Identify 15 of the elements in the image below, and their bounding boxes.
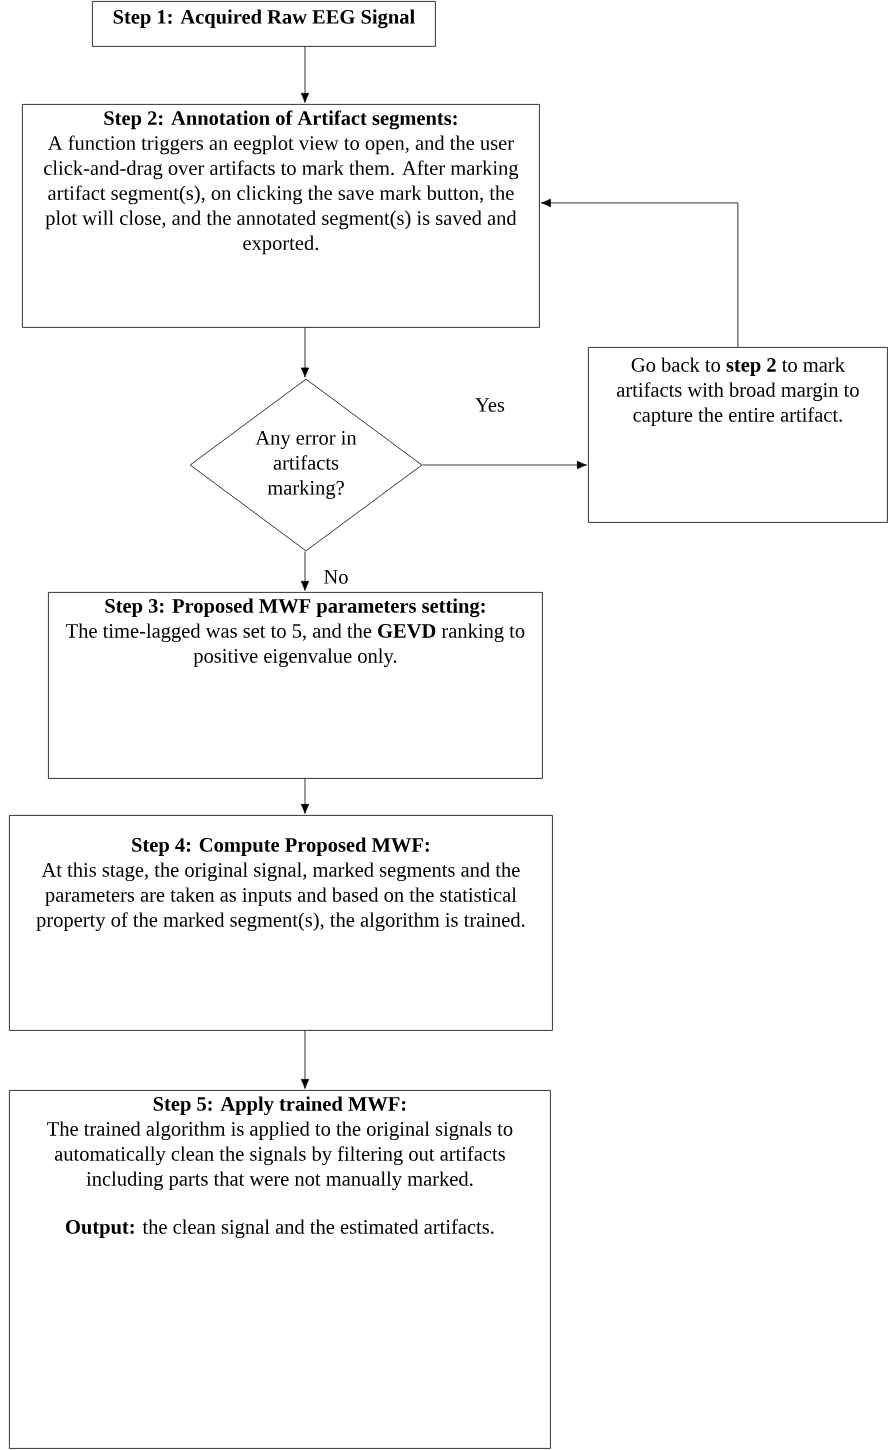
arrow — [300, 46, 310, 103]
arrow — [300, 551, 310, 591]
process-box: Step 3: Proposed MWF parameters setting: The time-lagged was set to 5, and the GEVD ranking to positive eigenvalue only. — [48, 592, 543, 779]
arrow — [300, 1030, 310, 1089]
process-box: Step 5: Apply trained MWF: The trained algorithm is applied to the original signals to automatically clean the signals by filtering out artifacts including parts that were not manually marked. Output: the clean signal and the estimated artifacts. — [9, 1090, 551, 1449]
process-box: Step 4: Compute Proposed MWF: At this stage, the original signal, marked segments and the parameters are taken as inputs and based on the statistical property of the marked segment(s), the algorithm is trained. — [9, 815, 553, 1031]
arrow — [300, 327, 310, 378]
edge-label: Yes — [473, 396, 507, 414]
process-box: Step 2: Annotation of Artifact segments: A function triggers an eegplot view to open, and the user click-and-drag over artifacts to mark them. After marking artifact segment(s), on clicking the save mark button, the plot will close, and the annotated segment(s) is saved and exported. — [22, 104, 540, 328]
edge-label: No — [321, 568, 351, 586]
process-box: Go back to step 2 to mark artifacts with broad margin to capture the entire artifact. — [588, 347, 888, 523]
arrow — [540, 198, 739, 348]
arrow — [300, 778, 310, 814]
process-box: Step 1: Acquired Raw EEG Signal — [92, 1, 436, 47]
arrow — [422, 460, 587, 470]
